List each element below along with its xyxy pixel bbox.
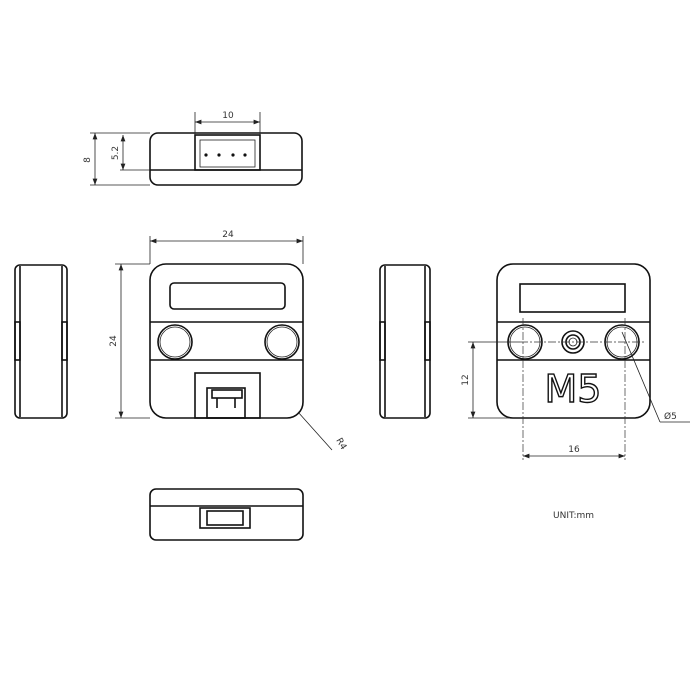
dim-width: 24	[222, 230, 234, 240]
dim-height: 8	[83, 157, 93, 163]
unit-label: UNIT:mm	[553, 511, 594, 521]
dim-hole-diameter: Ø5	[664, 411, 677, 422]
back-view: M5 12 16 Ø5	[461, 263, 690, 460]
dim-connector-height: 5.2	[111, 146, 121, 160]
dim-connector-width: 10	[222, 111, 234, 121]
dim-hole-spacing: 16	[568, 445, 580, 455]
dim-hole-height: 12	[461, 374, 471, 385]
top-view: 10 8 5.2	[83, 111, 303, 186]
right-side-view	[379, 264, 431, 419]
bottom-view	[149, 488, 304, 541]
connector-top	[194, 134, 261, 171]
dim-radius: R4	[333, 437, 348, 453]
front-view: 24 24 R4	[109, 230, 348, 452]
m5-logo: M5	[545, 367, 602, 411]
left-side-view	[14, 264, 68, 419]
dim-height: 24	[109, 335, 119, 347]
